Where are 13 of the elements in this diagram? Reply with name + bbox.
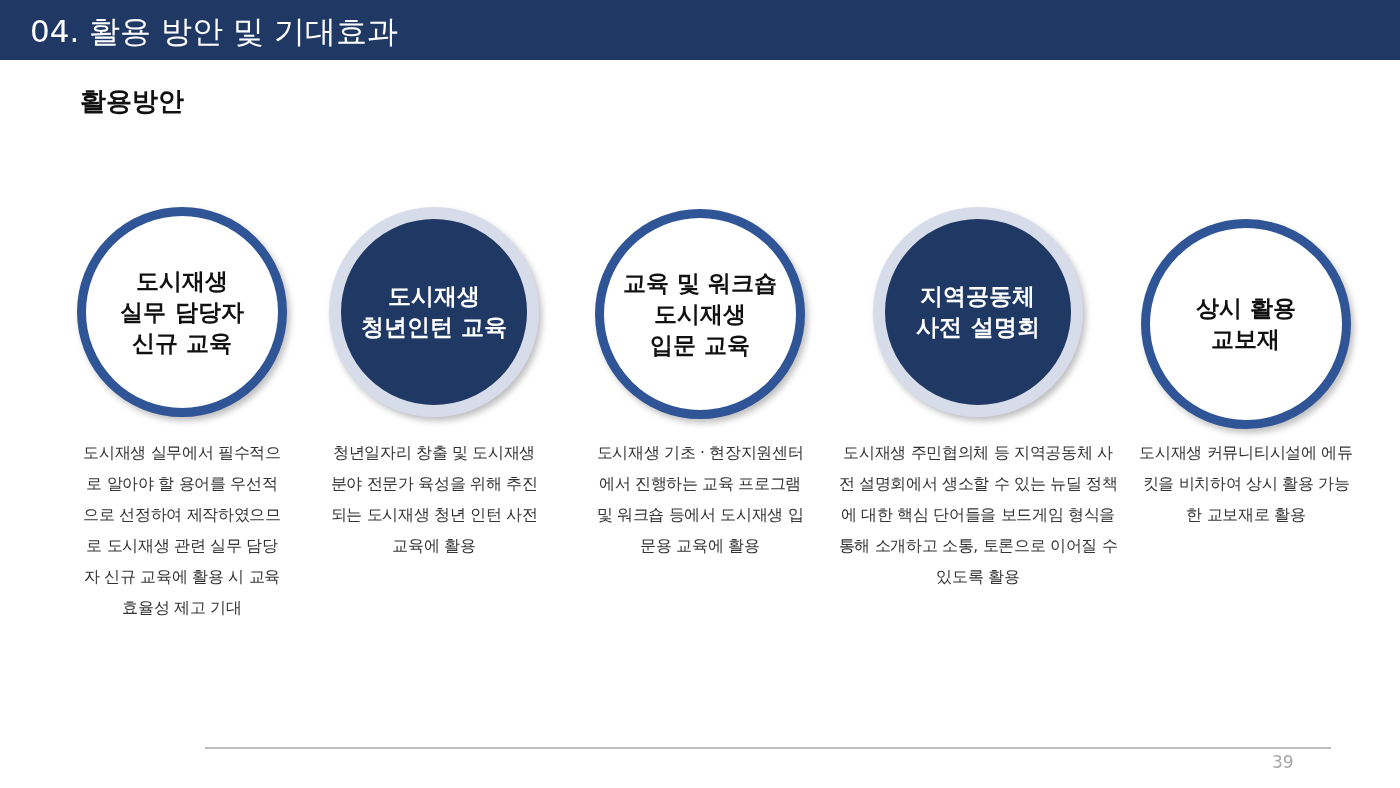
circle-title: 교육 및 워크숍 도시재생 입문 교육 <box>623 268 777 360</box>
circle-title: 도시재생 청년인턴 교육 <box>361 282 507 342</box>
circle-title: 도시재생 실무 담당자 신규 교육 <box>120 266 244 358</box>
description-text: 도시재생 실무에서 필수적으로 알아야 할 용어를 우선적으로 선정하여 제작하였으므로 도시재생 관련 실무 담당자 신규 교육에 활용 시 교육효율성 제고 기대 <box>82 443 282 619</box>
circle-title: 상시 활용 교보재 <box>1196 294 1296 354</box>
description-text: 도시재생 커뮤니티시설에 에듀킷을 비치하여 상시 활용 가능한 교보재로 활용 <box>1138 443 1354 526</box>
description-text: 도시재생 주민협의체 등 지역공동체 사전 설명회에서 생소할 수 있는 뉴딜 정책에 대한 핵심 단어들을 보드게임 형식을 통해 소개하고 소통, 토론으로 이어질 수 있도록 활용 <box>837 443 1119 588</box>
description-text: 도시재생 기초 · 현장지원센터에서 진행하는 교육 프로그램 및 워크숍 등에서 도시재생 입문용 교육에 활용 <box>595 443 805 557</box>
description-text: 청년일자리 창출 및 도시재생 분야 전문가 육성을 위해 추진되는 도시재생 청년 인턴 사전교육에 활용 <box>329 443 539 557</box>
slide-title: 04. 활용 방안 및 기대효과 <box>30 12 398 50</box>
circle-title: 지역공동체 사전 설명회 <box>916 282 1040 342</box>
section-heading: 활용방안 <box>80 85 184 118</box>
page-number: 39 <box>1272 752 1294 772</box>
